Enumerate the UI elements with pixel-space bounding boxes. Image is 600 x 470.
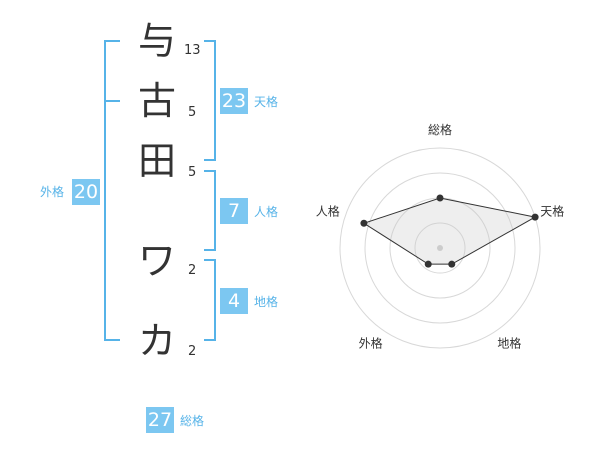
name-char-5: カ: [137, 319, 176, 363]
stroke-count-1: 13: [184, 43, 201, 58]
chikaku-label: 地格: [254, 295, 279, 309]
name-char-3: 田: [137, 139, 176, 183]
soukaku-value: 27: [146, 407, 174, 433]
radar-axis-label-1: 総格: [428, 122, 452, 137]
stroke-count-4: 2: [188, 263, 197, 278]
radar-point-1: [436, 194, 444, 202]
radar-point-3: [448, 260, 456, 268]
stroke-count-5: 2: [188, 344, 197, 359]
stroke-count-2: 5: [188, 105, 197, 120]
soukaku-label: 総格: [180, 414, 205, 428]
radar-ring: [364, 172, 516, 324]
radar-point-2: [531, 213, 539, 221]
name-char-1: 与: [137, 19, 176, 63]
radar-axis-label-2: 天格: [540, 204, 564, 219]
stroke-count-3: 5: [188, 165, 197, 180]
radar-axis-label-4: 外格: [359, 335, 383, 350]
radar-axis-label-3: 地格: [497, 335, 521, 350]
radar-point-4: [424, 260, 432, 268]
jinkaku-label: 人格: [254, 205, 279, 219]
tenkaku-value: 23: [220, 88, 248, 114]
tenkaku-label: 天格: [254, 95, 279, 109]
name-char-2: 古: [137, 79, 176, 123]
chikaku-value: 4: [220, 288, 248, 314]
radar-point-5: [360, 219, 368, 227]
name-char-4: ワ: [137, 239, 176, 283]
radar-area: [362, 197, 537, 265]
radar-ring: [414, 222, 466, 274]
jinkaku-value: 7: [220, 198, 248, 224]
radar-center: [437, 245, 443, 251]
gaikaku-value: 20: [72, 179, 100, 205]
radar-axis-label-5: 人格: [316, 204, 340, 219]
radar-ring: [339, 147, 541, 349]
gaikaku-label: 外格: [40, 185, 65, 199]
